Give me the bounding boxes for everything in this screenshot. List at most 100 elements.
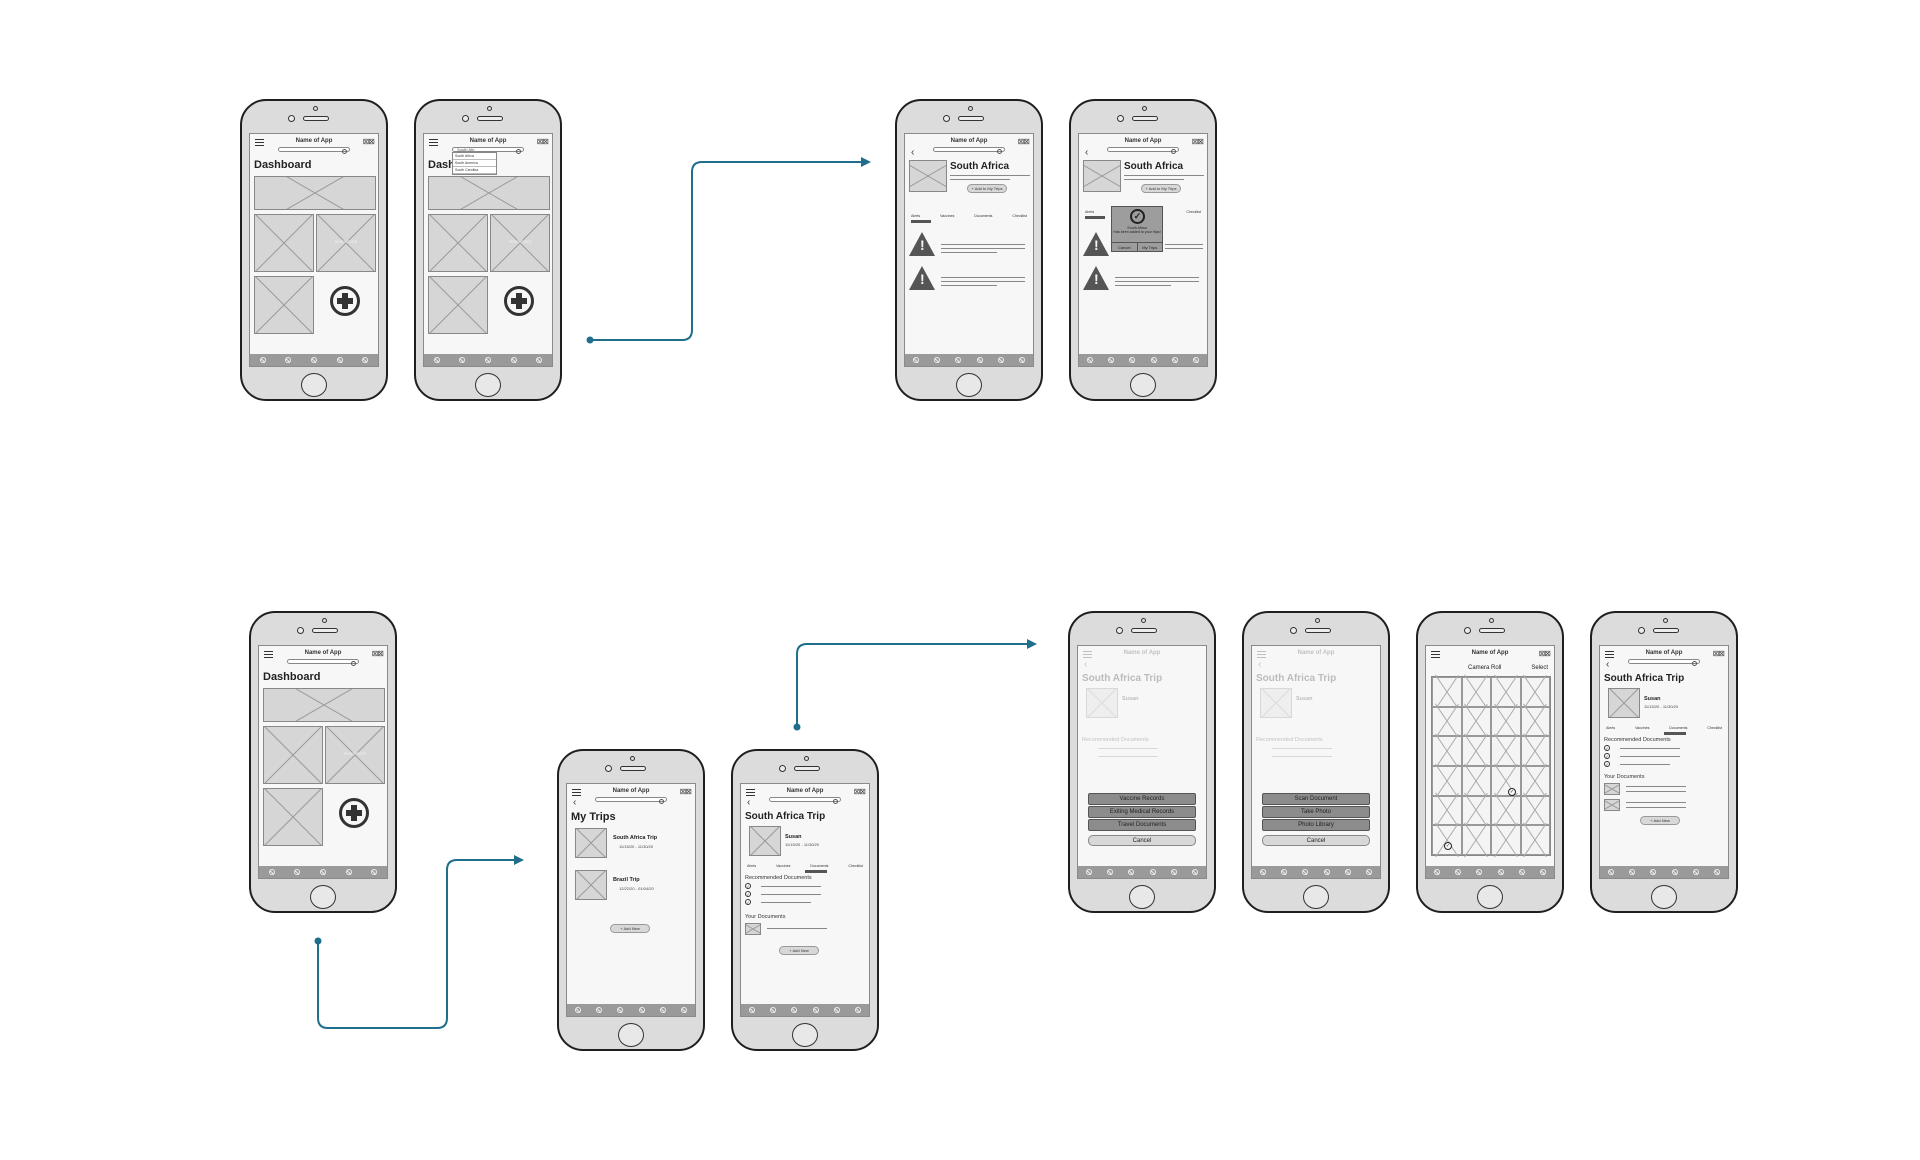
tile-resources[interactable]: RESOURCES: [316, 214, 376, 272]
bottom-tab-bar[interactable]: [1252, 866, 1380, 878]
search-input[interactable]: [287, 659, 359, 666]
menu-icon[interactable]: [1431, 651, 1440, 658]
tab-checklist[interactable]: Checklist: [1012, 214, 1027, 218]
menu-icon[interactable]: [572, 789, 581, 796]
header-icons[interactable]: ⊠⊠: [1017, 137, 1030, 146]
segment-tabs[interactable]: Alerts Vaccines Documents Checklist: [1606, 726, 1722, 730]
trip-name[interactable]: Brazil Trip: [613, 877, 640, 883]
tab-documents[interactable]: Documents: [810, 864, 829, 868]
back-icon[interactable]: ‹: [573, 797, 577, 808]
header-icons[interactable]: ⊠⊠: [1712, 649, 1725, 658]
segment-tabs[interactable]: Alerts Checklist: [1085, 210, 1201, 214]
bottom-tab-bar[interactable]: [1078, 866, 1206, 878]
tab-vaccines[interactable]: Vaccines: [776, 864, 791, 868]
suggestion-item[interactable]: South Carolina: [453, 167, 496, 174]
photo-grid[interactable]: [1431, 676, 1551, 856]
menu-icon[interactable]: [746, 789, 755, 796]
sheet-option-travel-documents[interactable]: Travel Documents: [1088, 819, 1196, 831]
tab-vaccines[interactable]: Vaccines: [1635, 726, 1650, 730]
tile-resources[interactable]: RESOURCES: [325, 726, 385, 784]
tab-checklist[interactable]: Checklist: [1707, 726, 1722, 730]
tile-resources[interactable]: RESOURCES: [490, 214, 550, 272]
sheet-cancel-button[interactable]: Cancel: [1088, 835, 1196, 846]
sheet-option-photo-library[interactable]: Photo Library: [1262, 819, 1370, 831]
tile-placeholder[interactable]: [263, 726, 323, 784]
document-check[interactable]: ✓: [1604, 745, 1612, 751]
document-check[interactable]: ✓: [745, 891, 753, 897]
sheet-cancel-button[interactable]: Cancel: [1262, 835, 1370, 846]
trip-name[interactable]: South Africa Trip: [613, 835, 658, 841]
bottom-tab-bar[interactable]: [424, 354, 552, 366]
bottom-tab-bar[interactable]: [259, 866, 387, 878]
tab-documents[interactable]: Documents: [1669, 726, 1688, 730]
menu-icon[interactable]: [429, 139, 438, 146]
sheet-option-vaccine-records[interactable]: Vaccine Records: [1088, 793, 1196, 805]
search-input[interactable]: [933, 147, 1005, 154]
bottom-tab-bar[interactable]: [741, 1004, 869, 1016]
bottom-tab-bar[interactable]: [905, 354, 1033, 366]
bottom-tab-bar[interactable]: [1600, 866, 1728, 878]
segment-tabs[interactable]: Alerts Vaccines Documents Checklist: [911, 214, 1027, 218]
header-icons[interactable]: ⊠⊠: [1191, 137, 1204, 146]
header-icons[interactable]: ⊠⊠: [371, 649, 384, 658]
tab-vaccines[interactable]: Vaccines: [940, 214, 955, 218]
document-thumbnail[interactable]: [1604, 783, 1620, 795]
add-to-my-trips-button[interactable]: + Add to My Trips: [1141, 184, 1181, 193]
back-icon[interactable]: ‹: [911, 147, 915, 158]
menu-icon[interactable]: [1605, 651, 1614, 658]
tab-checklist[interactable]: Checklist: [1186, 210, 1201, 214]
bottom-tab-bar[interactable]: [250, 354, 378, 366]
header-icons[interactable]: ⊠⊠: [853, 787, 866, 796]
bottom-tab-bar[interactable]: [1079, 354, 1207, 366]
dialog-my-trips-button[interactable]: My Trips: [1136, 243, 1163, 251]
tab-alerts[interactable]: Alerts: [911, 214, 921, 218]
back-icon[interactable]: ‹: [1085, 147, 1089, 158]
tile-placeholder[interactable]: [428, 214, 488, 272]
bottom-tab-bar[interactable]: [567, 1004, 695, 1016]
search-input[interactable]: [769, 797, 841, 804]
menu-icon[interactable]: [255, 139, 264, 146]
search-input[interactable]: [1628, 659, 1700, 666]
header-icons[interactable]: ⊠⊠: [362, 137, 375, 146]
tab-alerts[interactable]: Alerts: [1085, 210, 1095, 214]
suggestion-item[interactable]: South Africa: [453, 153, 496, 160]
add-to-my-trips-button[interactable]: + Add to My Trips: [967, 184, 1007, 193]
segment-tabs[interactable]: Alerts Vaccines Documents Checklist: [747, 864, 863, 868]
sheet-option-medical-records[interactable]: Exiting Medical Records: [1088, 806, 1196, 818]
header-icons[interactable]: ⊠⊠: [536, 137, 549, 146]
document-thumbnail[interactable]: [745, 923, 761, 935]
tab-checklist[interactable]: Checklist: [848, 864, 863, 868]
tab-alerts[interactable]: Alerts: [747, 864, 757, 868]
add-new-document-button[interactable]: + Add New: [779, 946, 819, 955]
add-trip-button[interactable]: [339, 798, 369, 828]
add-new-trip-button[interactable]: + Add New: [610, 924, 650, 933]
sheet-option-scan-document[interactable]: Scan Document: [1262, 793, 1370, 805]
search-input[interactable]: [278, 147, 350, 154]
add-new-document-button[interactable]: + Add New: [1640, 816, 1680, 825]
menu-icon[interactable]: [264, 651, 273, 658]
select-button[interactable]: Select: [1531, 665, 1548, 671]
tab-alerts[interactable]: Alerts: [1606, 726, 1616, 730]
bottom-tab-bar[interactable]: [1426, 866, 1554, 878]
tile-placeholder[interactable]: [254, 276, 314, 334]
trip-thumbnail[interactable]: [575, 828, 607, 858]
search-input[interactable]: South Afri: [452, 147, 524, 154]
document-check[interactable]: ✓: [1604, 761, 1612, 767]
tile-placeholder[interactable]: [254, 214, 314, 272]
search-suggestions[interactable]: South Africa South America South Carolin…: [452, 152, 497, 175]
header-icons[interactable]: ⊠⊠: [1538, 649, 1551, 658]
back-icon[interactable]: ‹: [747, 797, 751, 808]
document-thumbnail[interactable]: [1604, 799, 1620, 811]
tab-documents[interactable]: Documents: [974, 214, 993, 218]
suggestion-item[interactable]: South America: [453, 160, 496, 167]
dialog-cancel-button[interactable]: Cancel: [1118, 245, 1131, 250]
header-icons[interactable]: ⊠⊠: [679, 787, 692, 796]
sheet-option-take-photo[interactable]: Take Photo: [1262, 806, 1370, 818]
add-trip-button[interactable]: [504, 286, 534, 316]
search-input[interactable]: [1107, 147, 1179, 154]
back-icon[interactable]: ‹: [1606, 659, 1610, 670]
search-input[interactable]: [595, 797, 667, 804]
document-check[interactable]: ✓: [745, 883, 753, 889]
document-check[interactable]: ✓: [1604, 753, 1612, 759]
trip-thumbnail[interactable]: [575, 870, 607, 900]
